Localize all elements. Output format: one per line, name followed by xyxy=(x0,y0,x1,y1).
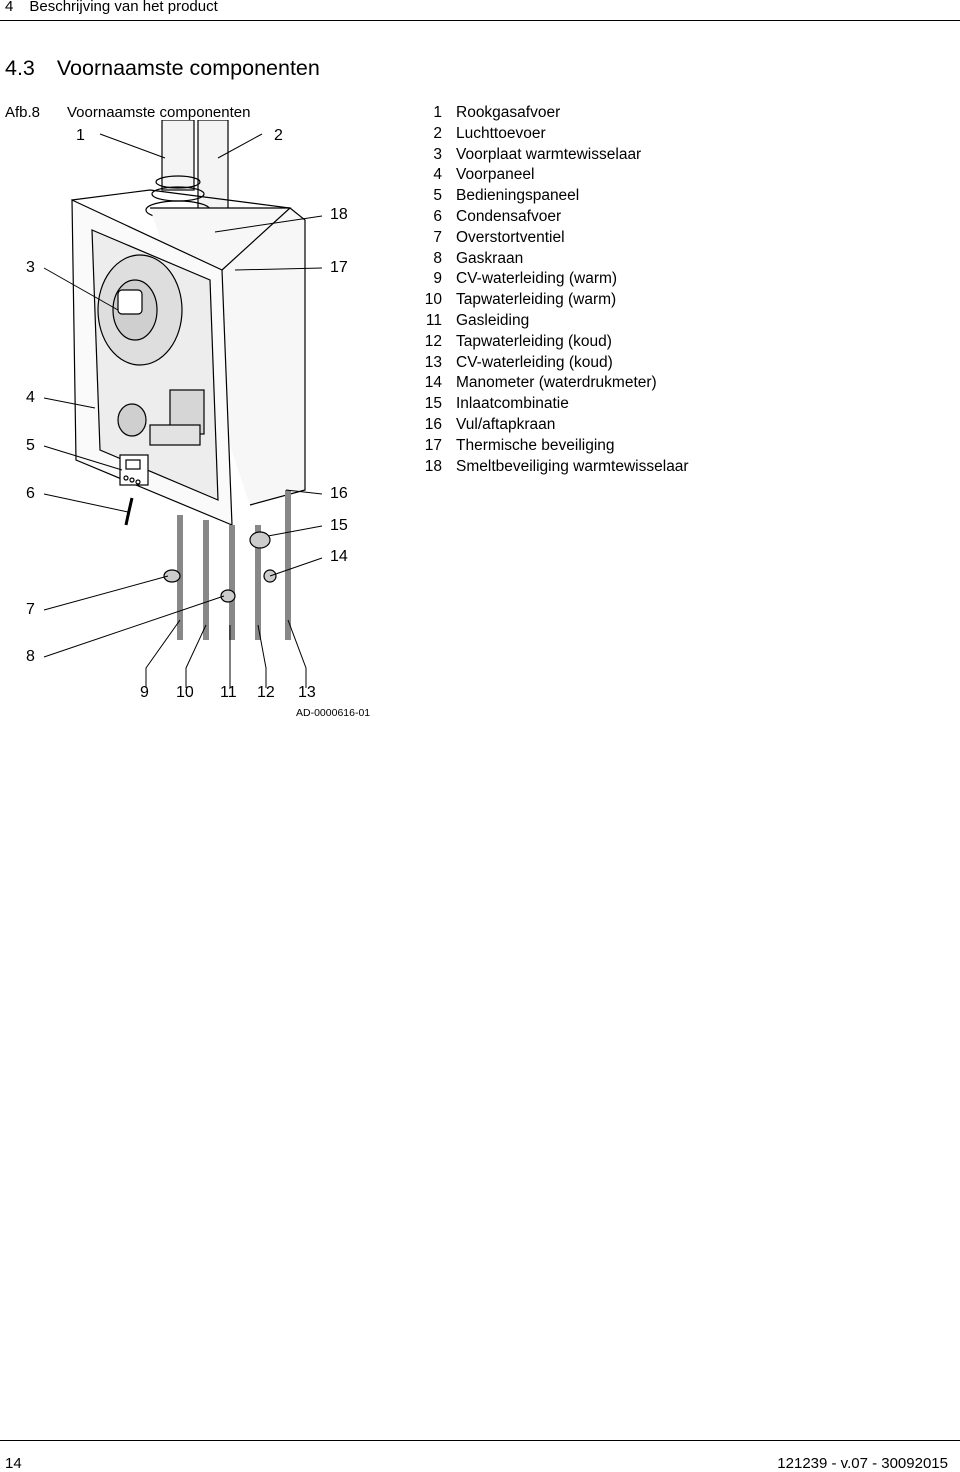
legend-label: Tapwaterleiding (koud) xyxy=(456,332,612,350)
callout-16: 16 xyxy=(330,485,348,502)
legend-number: 18 xyxy=(424,457,442,475)
callout-3: 3 xyxy=(26,259,35,276)
legend-row: 11 Gasleiding xyxy=(408,311,689,332)
legend-row: 9 CV-waterleiding (warm) xyxy=(408,269,689,290)
legend-label: Thermische beveiliging xyxy=(456,436,615,454)
legend-row: 3 Voorplaat warmtewisselaar xyxy=(408,145,689,166)
callout-18: 18 xyxy=(330,206,348,223)
callout-8: 8 xyxy=(26,648,35,665)
drawing-code: AD-0000616-01 xyxy=(296,707,371,719)
legend-number: 13 xyxy=(424,353,442,371)
legend-row: 12 Tapwaterleiding (koud) xyxy=(408,332,689,353)
chapter-number: 4 xyxy=(5,0,14,15)
callout-11: 11 xyxy=(220,684,237,701)
callout-7: 7 xyxy=(26,601,35,618)
legend-label: Luchttoevoer xyxy=(456,124,546,142)
legend-row: 15 Inlaatcombinatie xyxy=(408,394,689,415)
legend-number: 8 xyxy=(433,249,442,267)
callout-15: 15 xyxy=(330,517,348,534)
callout-1: 1 xyxy=(76,127,85,144)
boiler-drawing xyxy=(43,120,323,688)
section-number: 4.3 xyxy=(5,56,35,80)
legend-row: 17 Thermische beveiliging xyxy=(408,436,689,457)
legend-number: 7 xyxy=(433,228,442,246)
callout-5: 5 xyxy=(26,437,35,454)
footer-rule xyxy=(0,1440,960,1441)
chapter-title: Beschrijving van het product xyxy=(29,0,218,15)
legend-row: 7 Overstortventiel xyxy=(408,228,689,249)
legend-number: 6 xyxy=(433,207,442,225)
legend-number: 4 xyxy=(433,166,442,184)
legend-row: 5 Bedieningspaneel xyxy=(408,186,689,207)
legend-number: 3 xyxy=(433,145,442,163)
callout-14: 14 xyxy=(330,548,348,565)
legend-label: Gasleiding xyxy=(456,311,530,329)
boiler-illustration: 1 2 3 4 5 6 7 8 9 10 11 12 13 14 15 16 1… xyxy=(0,120,400,720)
legend-number: 2 xyxy=(433,124,442,142)
document-reference: 121239 - v.07 - 30092015 xyxy=(777,1455,948,1472)
legend-number: 11 xyxy=(425,311,442,329)
legend-number: 14 xyxy=(424,374,442,392)
callout-9: 9 xyxy=(140,684,149,701)
figure-title: Voornaamste componenten xyxy=(67,104,251,121)
legend-row: 16 Vul/aftapkraan xyxy=(408,415,689,436)
legend-label: Voorpaneel xyxy=(456,166,535,184)
legend-number: 5 xyxy=(433,187,442,205)
header-rule xyxy=(0,20,960,21)
legend-row: 13 CV-waterleiding (koud) xyxy=(408,353,689,374)
legend-row: 8 Gaskraan xyxy=(408,249,689,270)
callout-10: 10 xyxy=(176,684,194,701)
legend-label: Vul/aftapkraan xyxy=(456,415,556,433)
section-title: Voornaamste componenten xyxy=(56,56,320,80)
legend-row: 14 Manometer (waterdrukmeter) xyxy=(408,373,689,394)
legend-label: Voorplaat warmtewisselaar xyxy=(456,145,642,163)
legend-number: 9 xyxy=(433,270,442,288)
legend-number: 17 xyxy=(424,436,442,454)
figure-label: Afb.8 xyxy=(5,104,41,121)
callout-12: 12 xyxy=(257,684,275,701)
page-number: 14 xyxy=(5,1455,22,1472)
legend-row: 1 Rookgasafvoer xyxy=(408,103,689,124)
component-legend: 1 Rookgasafvoer 2 Luchttoevoer 3 Voorplaat … xyxy=(408,103,689,477)
callout-4: 4 xyxy=(26,389,35,406)
legend-number: 15 xyxy=(424,395,442,413)
callout-17: 17 xyxy=(330,259,348,276)
legend-label: Gaskraan xyxy=(456,249,524,267)
legend-label: Bedieningspaneel xyxy=(456,187,580,205)
legend-label: CV-waterleiding (koud) xyxy=(456,353,613,371)
callout-6: 6 xyxy=(26,485,35,502)
legend-number: 12 xyxy=(424,332,442,350)
legend-label: Rookgasafvoer xyxy=(456,104,561,121)
legend-row: 2 Luchttoevoer xyxy=(408,124,689,145)
legend-row: 18 Smeltbeveiliging warmtewisselaar xyxy=(408,457,689,478)
callout-13: 13 xyxy=(298,684,316,701)
legend-label: CV-waterleiding (warm) xyxy=(456,270,618,288)
legend-row: 4 Voorpaneel xyxy=(408,165,689,186)
legend-label: Tapwaterleiding (warm) xyxy=(456,291,617,309)
legend-row: 6 Condensafvoer xyxy=(408,207,689,228)
legend-label: Condensafvoer xyxy=(456,207,562,225)
legend-label: Overstortventiel xyxy=(456,228,565,246)
legend-label: Inlaatcombinatie xyxy=(456,395,569,413)
legend-number: 1 xyxy=(433,104,442,121)
legend-number: 10 xyxy=(424,291,442,309)
legend-row: 10 Tapwaterleiding (warm) xyxy=(408,290,689,311)
legend-number: 16 xyxy=(424,415,442,433)
legend-label: Manometer (waterdrukmeter) xyxy=(456,374,657,392)
legend-label: Smeltbeveiliging warmtewisselaar xyxy=(456,457,689,475)
running-header: 4 Beschrijving van het product xyxy=(5,0,218,15)
callout-2: 2 xyxy=(274,127,283,144)
section-heading: 4.3 Voornaamste componenten xyxy=(5,56,320,81)
